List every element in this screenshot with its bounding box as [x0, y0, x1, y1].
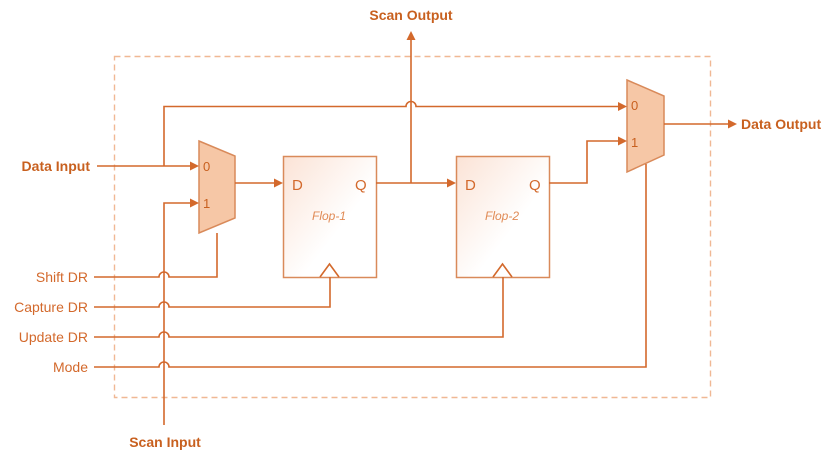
arrow-icon — [618, 136, 627, 146]
flop-1-q-pin: Q — [355, 177, 367, 194]
label-update-dr: Update DR — [19, 329, 88, 345]
flop-1-d-pin: D — [292, 177, 303, 194]
label-scan-input: Scan Input — [129, 434, 201, 450]
wire-shift-dr — [94, 233, 218, 278]
mux-2-in0: 0 — [631, 98, 638, 113]
label-shift-dr: Shift DR — [36, 269, 88, 285]
wire-update-dr — [94, 277, 504, 338]
label-scan-output: Scan Output — [369, 7, 453, 23]
arrow-icon — [618, 102, 627, 111]
label-capture-dr: Capture DR — [14, 299, 88, 315]
cell-boundary — [113, 55, 712, 399]
clock-triangle-icon — [492, 262, 513, 278]
label-data-output: Data Output — [741, 116, 821, 132]
mux-1-in0: 0 — [203, 159, 210, 174]
flop-2-d-pin: D — [465, 177, 476, 194]
wire-bypass — [163, 100, 618, 166]
arrow-icon — [274, 178, 283, 188]
arrow-icon — [406, 31, 416, 40]
mux-1-in1: 1 — [203, 196, 210, 211]
label-data-input: Data Input — [22, 158, 91, 174]
flop-1: D Q Flop-1 — [282, 155, 378, 279]
clock-triangle-icon — [319, 262, 340, 278]
flop-2-label: Flop-2 — [485, 209, 519, 223]
flop-2: D Q Flop-2 — [455, 155, 551, 279]
flop-2-q-pin: Q — [529, 177, 541, 194]
wire-flop2-q — [549, 140, 618, 184]
mux-2: 0 1 — [626, 78, 665, 174]
mux-1: 0 1 — [198, 139, 236, 235]
wire-scan-input — [163, 202, 190, 425]
wire-mode — [94, 164, 647, 368]
wire-capture-dr — [94, 277, 331, 308]
arrow-icon — [190, 198, 199, 208]
mux-2-in1: 1 — [631, 135, 638, 150]
arrow-icon — [190, 161, 199, 171]
arrow-icon — [728, 119, 737, 129]
label-mode: Mode — [53, 359, 88, 375]
flop-1-label: Flop-1 — [312, 209, 346, 223]
arrow-icon — [447, 178, 456, 188]
